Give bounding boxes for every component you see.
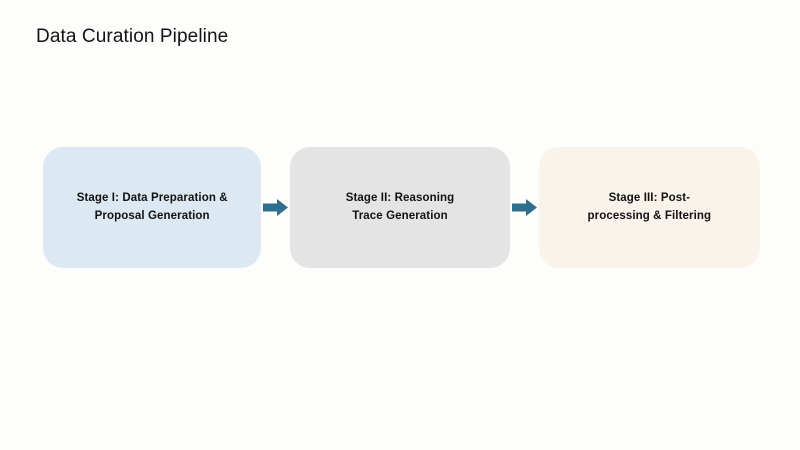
arrow-right-icon-1: [261, 147, 290, 268]
stage-label-2: Stage II: Reasoning Trace Generation: [346, 190, 455, 225]
page-title: Data Curation Pipeline: [36, 26, 229, 47]
stage-label-1: Stage I: Data Preparation & Proposal Gen…: [77, 190, 228, 225]
stage-label-2-line1: Stage II: Reasoning: [345, 192, 455, 205]
stage-label-1-line2: Proposal Generation: [94, 209, 210, 222]
stage-box-1[interactable]: Stage I: Data Preparation & Proposal Gen…: [43, 147, 262, 268]
stage-label-2-line2: Trace Generation: [352, 209, 448, 222]
stage-label-3-line1: Stage III: Post-: [608, 192, 691, 205]
stage-box-2[interactable]: Stage II: Reasoning Trace Generation: [290, 147, 510, 268]
arrow-right-icon-2: [510, 147, 539, 268]
pipeline-flow: Stage I: Data Preparation & Proposal Gen…: [43, 147, 760, 268]
stage-label-3-line2: processing & Filtering: [587, 209, 712, 222]
stage-label-1-line1: Stage I: Data Preparation &: [76, 192, 228, 205]
stage-box-3[interactable]: Stage III: Post- processing & Filtering: [538, 147, 760, 268]
stage-label-3: Stage III: Post- processing & Filtering: [588, 190, 712, 225]
